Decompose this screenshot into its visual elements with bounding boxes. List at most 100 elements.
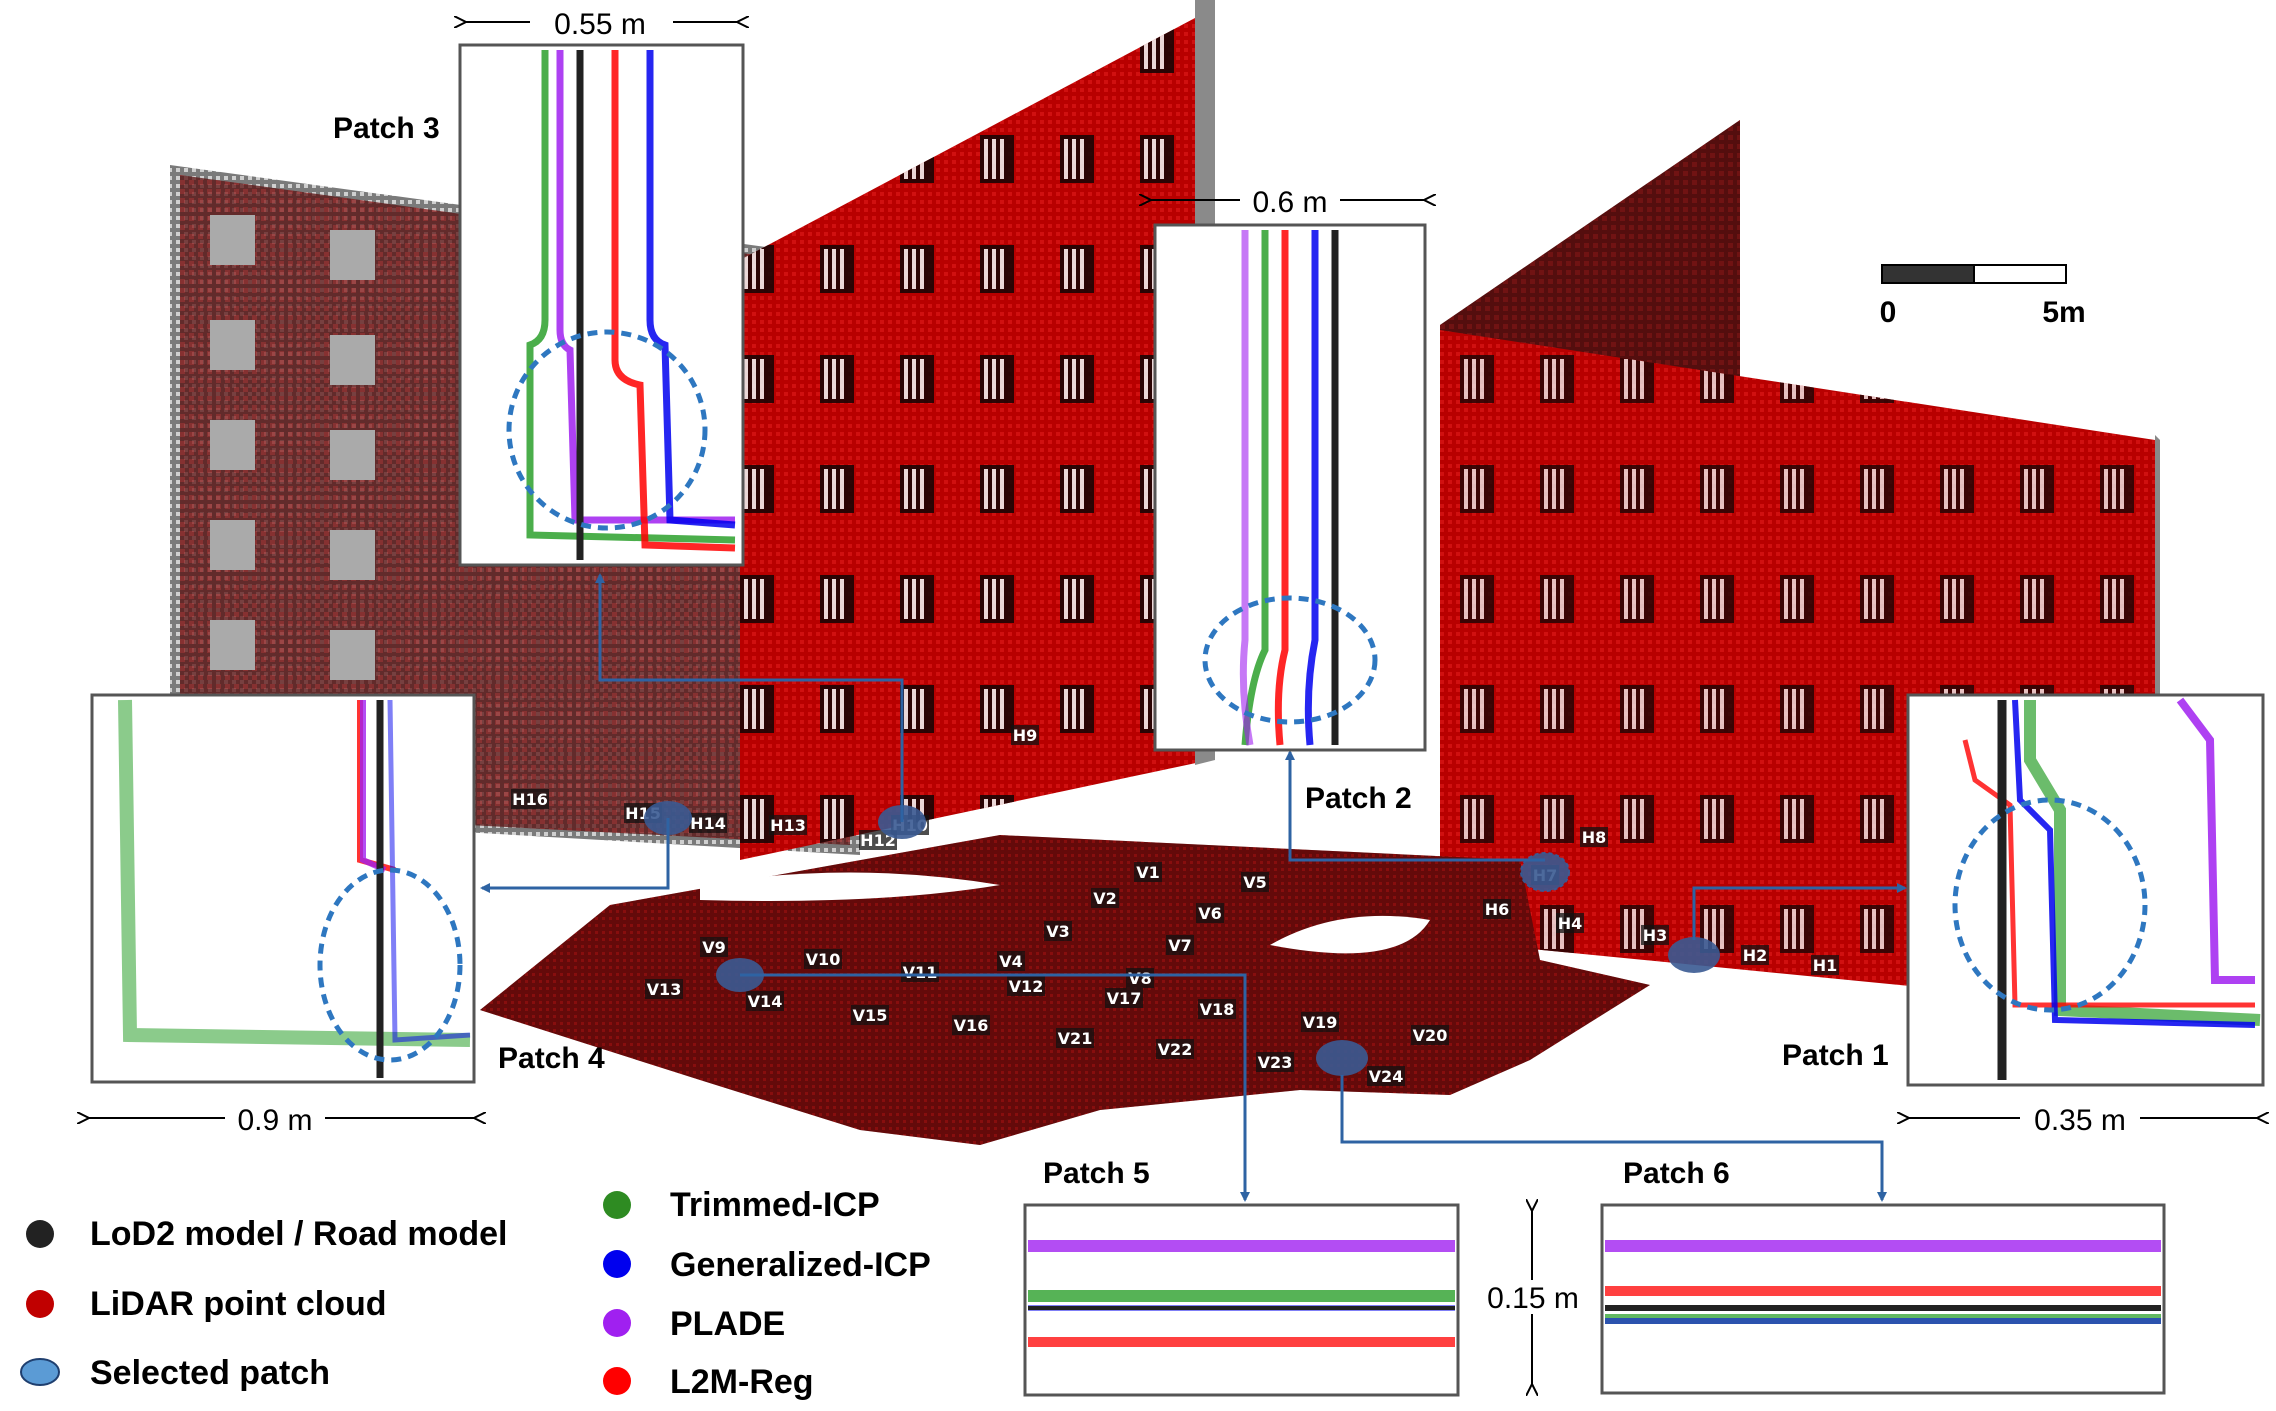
marker-bg-v4 [997,951,1025,971]
marker-bg-v2 [1091,888,1119,908]
marker-bg-v14 [746,991,784,1011]
patch-1-scale: 0.35 m [2034,1104,2126,1137]
patch-2-scale: 0.6 m [1252,186,1327,219]
marker-bg-v7 [1166,935,1194,955]
patch-4-label: Patch 4 [498,1042,605,1075]
patch-3-scale: 0.55 m [554,8,646,41]
marker-h12: H12 [860,831,896,850]
legend-label-trimmed-icp: Trimmed-ICP [670,1186,880,1224]
legend-dot-lod2 [26,1220,54,1248]
marker-bg-h6 [1483,899,1511,919]
scale-bar: 0 5m [1880,264,2086,329]
arrow-to-patch-1 [1692,883,1907,940]
marker-bg-v18 [1198,999,1236,1019]
legend: LoD2 model / Road model LiDAR point clou… [20,1186,931,1401]
marker-bg-v22 [1156,1039,1194,1059]
legend-dot-generalized-icp [603,1250,631,1278]
connector-arrows [480,573,1907,1202]
marker-bg-v16 [952,1015,990,1035]
dim-bg-p3 [530,6,673,40]
marker-v6: V6 [1198,904,1222,923]
legend-ellipse-selected [20,1358,60,1386]
marker-v7: V7 [1168,936,1192,955]
marker-bg-h13 [769,815,807,835]
marker-v9: V9 [702,938,726,957]
arrow-to-patch-2 [1285,750,1545,862]
marker-h13: H13 [770,816,806,835]
dim-bg-p2 [1240,184,1340,218]
marker-v16: V16 [954,1016,989,1035]
arrow-to-patch-6 [1340,1075,1887,1202]
legend-label-plade: PLADE [670,1305,785,1343]
marker-bg-h14 [689,813,727,833]
marker-v15: V15 [853,1006,888,1025]
marker-v19: V19 [1303,1013,1338,1032]
selected-patch-h7 [1520,852,1570,892]
marker-bg-v11 [901,962,939,982]
marker-v4: V4 [999,952,1023,971]
marker-v21: V21 [1058,1029,1093,1048]
marker-v8: V8 [1128,969,1152,988]
middle-building-facade [740,0,1215,860]
marker-bg-h16 [511,789,549,809]
patch-1-label: Patch 1 [1782,1039,1889,1072]
patch-5-inset [1023,1203,1460,1397]
patch-3-label: Patch 3 [333,112,440,145]
marker-v23: V23 [1258,1053,1293,1072]
legend-dot-plade [603,1309,631,1337]
patch-3-inset [458,43,745,567]
marker-v17: V17 [1107,989,1142,1008]
marker-bg-v12 [1007,976,1045,996]
scale-bar-start: 0 [1880,296,1897,329]
marker-v2: V2 [1093,889,1117,908]
marker-v14: V14 [748,992,783,1011]
arrow-to-patch-3 [595,573,904,822]
marker-bg-v6 [1196,903,1224,923]
marker-v5: V5 [1243,873,1267,892]
marker-bg-v15 [851,1005,889,1025]
marker-bg-h8 [1580,827,1608,847]
marker-h16: H16 [512,790,548,809]
marker-bg-h9 [1011,725,1039,745]
scale-bar-end: 5m [2042,296,2085,329]
marker-bg-v23 [1256,1052,1294,1072]
marker-bg-v24 [1367,1066,1405,1086]
marker-bg-h3 [1641,925,1669,945]
legend-label-lidar: LiDAR point cloud [90,1285,387,1323]
legend-label-lod2: LoD2 model / Road model [90,1215,507,1253]
marker-v11: V11 [903,963,938,982]
marker-v18: V18 [1200,1000,1235,1019]
patch-4-scale: 0.9 m [237,1104,312,1137]
marker-bg-v5 [1241,872,1269,892]
legend-dot-trimmed-icp [603,1191,631,1219]
left-facade-windows [210,215,375,680]
legend-dot-lidar [26,1290,54,1318]
patch-4-inset [90,693,476,1084]
patch-5-label: Patch 5 [1043,1157,1150,1190]
marker-bg-h2 [1741,945,1769,965]
marker-v22: V22 [1158,1040,1193,1059]
marker-v13: V13 [647,980,682,999]
marker-bg-v19 [1301,1012,1339,1032]
marker-bg-v1 [1134,862,1162,882]
legend-label-l2m-reg: L2M-Reg [670,1363,814,1401]
patch-6-label: Patch 6 [1623,1157,1730,1190]
marker-v20: V20 [1413,1026,1448,1045]
patch-5-6-scale: 0.15 m [1487,1282,1579,1315]
marker-v1: V1 [1136,863,1160,882]
patch-2-label: Patch 2 [1305,782,1412,815]
marker-h14: H14 [690,814,726,833]
marker-bg-v20 [1411,1025,1449,1045]
marker-v3: V3 [1046,922,1070,941]
marker-bg-v21 [1056,1028,1094,1048]
selected-patch-v19 [1316,1040,1368,1076]
dim-bg-p6 [1478,1280,1588,1314]
marker-bg-v3 [1044,921,1072,941]
marker-v24: V24 [1369,1067,1404,1086]
marker-bg-v10 [804,949,842,969]
legend-label-selected: Selected patch [90,1354,330,1392]
marker-h4: H4 [1558,914,1583,933]
marker-h2: H2 [1743,946,1768,965]
marker-h6: H6 [1485,900,1510,919]
